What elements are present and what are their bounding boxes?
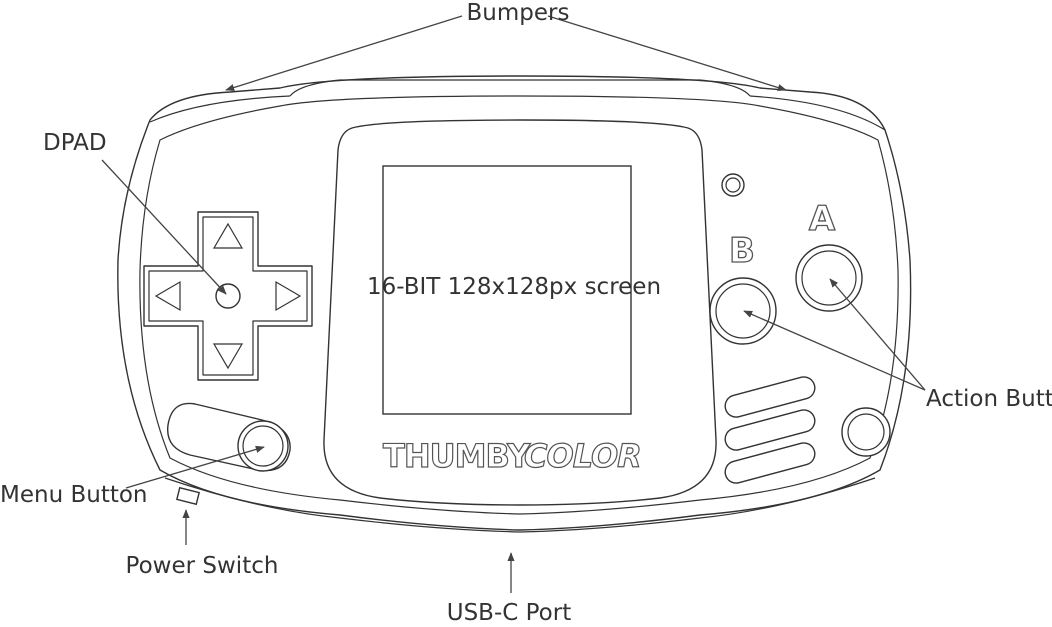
screen-display — [382, 165, 632, 415]
dpad-down-arrow-icon[interactable] — [212, 343, 244, 370]
button-b-label: B — [729, 231, 755, 271]
dpad-label: DPAD — [43, 130, 107, 156]
dpad-pointer — [101, 159, 227, 295]
menu-button[interactable] — [237, 420, 289, 472]
speaker-grille — [724, 376, 816, 484]
screen-label: 16-BIT 128x128px screen — [367, 274, 661, 300]
status-led — [721, 173, 745, 197]
dpad[interactable] — [143, 211, 313, 381]
menu-button-label: Menu Button — [0, 482, 148, 508]
bumper-left-pointer — [225, 15, 463, 92]
dpad-left-arrow-icon[interactable] — [154, 280, 181, 312]
button-b[interactable] — [709, 277, 777, 345]
action-a-pointer — [829, 278, 926, 391]
power-switch[interactable] — [175, 486, 201, 506]
brand-logo-thumby: THUMBY — [383, 437, 531, 475]
dpad-up-arrow-icon[interactable] — [212, 222, 244, 249]
action-buttons-label: Action Buttons — [926, 386, 1052, 412]
bumpers-label: Bumpers — [467, 0, 570, 26]
power-switch-label: Power Switch — [126, 553, 279, 579]
right-round-button[interactable] — [841, 407, 891, 457]
bumper-right-pointer — [547, 15, 787, 92]
callout-lines — [101, 15, 926, 593]
button-a-label: A — [809, 199, 836, 239]
screen-bezel: 16-BIT 128x128px screen THUMBY COLOR — [323, 119, 717, 506]
button-a[interactable] — [795, 244, 863, 312]
dpad-right-arrow-icon[interactable] — [275, 280, 302, 312]
usb-port-label: USB-C Port — [447, 600, 571, 626]
brand-logo-color: COLOR — [524, 437, 641, 475]
action-b-pointer — [743, 310, 926, 391]
menu-button-pointer — [125, 445, 265, 489]
